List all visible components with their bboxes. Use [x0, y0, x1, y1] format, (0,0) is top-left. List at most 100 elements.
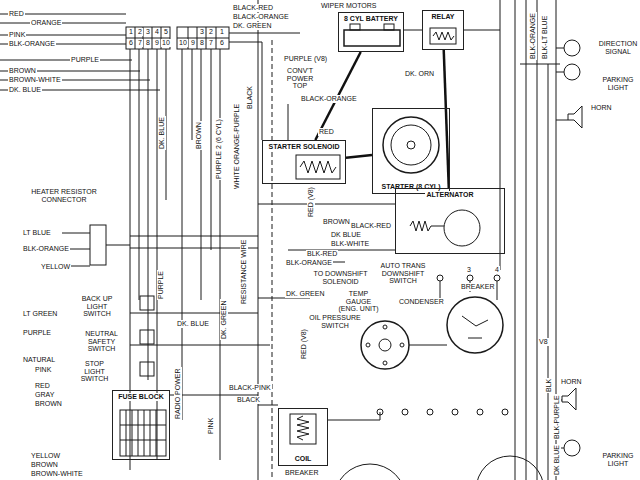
component-label: FUSE BLOCK [117, 393, 165, 401]
wire-connector [346, 155, 372, 158]
wire-label: PURPLE [157, 270, 165, 300]
wire-label: PINK [34, 366, 52, 374]
wire-label: YELLOW [30, 452, 61, 460]
component-label: STARTER SOLENOID [267, 143, 340, 151]
wire-label: 10 [161, 39, 171, 47]
wire-label: 3 [466, 266, 472, 274]
relay-symbol [430, 28, 456, 44]
wire-label: DIRECTION SIGNAL [597, 40, 639, 55]
connector-block [177, 27, 229, 49]
starter-symbol [383, 117, 439, 173]
wire-label: 1 [128, 28, 134, 36]
wire-label: 1 [219, 28, 225, 36]
wire-label: HEATER RESISTOR CONNECTOR [28, 188, 100, 203]
wire-label: BLACK-ORANGE [300, 95, 358, 103]
wire-label: NEUTRAL SAFETY SWITCH [78, 330, 125, 353]
wire-label: BLK-ORANGE [22, 245, 70, 253]
wire [130, 204, 497, 420]
component-label: ALTERNATOR [425, 191, 474, 199]
wire-label: DK BLUE [330, 231, 362, 239]
wire-label: 4 [494, 266, 500, 274]
wire-label: BLK-ORANGE [529, 12, 537, 60]
wire [272, 40, 273, 480]
wire-label: 8 [145, 39, 151, 47]
wire-label: 9 [154, 39, 160, 47]
wire [404, 0, 568, 480]
component-label: RELAY [430, 13, 455, 21]
wire-label: PARKING LIGHT [597, 452, 639, 467]
wire-label: 6 [219, 39, 225, 47]
wire-label: LT BLUE [22, 229, 52, 237]
switch-symbol [140, 362, 154, 376]
signal-lamp [564, 40, 580, 56]
wire-label: RED [34, 382, 51, 390]
wire-label: DK. BLUE [158, 116, 166, 150]
wire-label: RED [318, 128, 335, 136]
wire-label: PURPLE 2 (6 CYL) [215, 118, 223, 180]
wire-label: BLK-LT BLUE [541, 15, 549, 60]
battery-terminal [384, 24, 394, 30]
wire-label: BROWN [322, 218, 351, 226]
component-box: ALTERNATOR [395, 188, 505, 254]
wire-label: 10 [178, 39, 188, 47]
wire-label: V8 [538, 338, 549, 346]
wire-label: WHITE ORANGE-PURPLE [233, 103, 241, 190]
wire-label: BLACK-RED [350, 222, 392, 230]
wire-label: 4 [154, 28, 160, 36]
coil-winding [297, 416, 309, 440]
wire-label: NATURAL [22, 356, 56, 364]
distributor-cap [476, 456, 544, 480]
wire-label: ORANGE [30, 19, 62, 27]
component-box: 8 CYL BATTERY [338, 12, 404, 52]
wire-label: 7 [137, 39, 143, 47]
wire-label: DK. GREEN [220, 299, 228, 340]
component-label: 8 CYL BATTERY [343, 15, 399, 23]
wire-label: BROWN-WHITE [30, 470, 84, 478]
wire-label: WIPER MOTORS [320, 2, 377, 10]
parking-lamp [564, 440, 580, 456]
wire-label: STOP LIGHT SWITCH [76, 360, 113, 383]
parking-lamp [564, 64, 580, 80]
wire-label: BROWN [34, 400, 63, 408]
wire-label: CONDENSER [398, 298, 445, 306]
wire-label: BLK-RED [306, 250, 338, 258]
wire-label: BROWN [8, 67, 37, 75]
coil-symbol [290, 414, 316, 444]
wire-label: PINK [8, 31, 26, 39]
wire-label: HORN [590, 104, 613, 112]
wire-label: 5 [163, 28, 169, 36]
component-box: FUSE BLOCK [112, 390, 170, 460]
horn-symbol [562, 388, 576, 410]
wire-label: PARKING LIGHT [597, 76, 639, 91]
component-label: COIL [294, 455, 313, 463]
distributor-symbol [361, 321, 409, 369]
terminal-post [377, 275, 508, 415]
solenoid-coil [300, 161, 336, 173]
wire-label: BLK-ORANGE [285, 259, 333, 267]
wire-label: PURPLE (V8) [283, 55, 328, 63]
wire-label: OIL PRESSURE SWITCH [308, 314, 362, 329]
connector-cells [177, 27, 229, 49]
wire-label: DK. GREEN [232, 22, 273, 30]
component-box: COIL [278, 408, 328, 466]
wire-label: DK. GREEN [285, 290, 326, 298]
wire-label: BLK [545, 378, 553, 393]
wire-label: DK BLUE [553, 444, 561, 476]
component-box: STARTER (8 CYL) [372, 108, 450, 194]
wire-label: 2 [208, 28, 214, 36]
wire-label: 3 [199, 28, 205, 36]
wire-label: HORN [560, 378, 583, 386]
fuse-block-symbol [120, 410, 166, 456]
wire-label: DK. BLUE [176, 320, 210, 328]
wire-label: BLK-ORANGE [8, 40, 56, 48]
connector-cells [126, 27, 170, 49]
wire-label: 3 [145, 28, 151, 36]
wire-label: BROWN [195, 121, 203, 150]
wire-label: BACK UP LIGHT SWITCH [76, 295, 118, 318]
wire [0, 14, 160, 90]
heater-connector [90, 225, 106, 265]
wire-label: 2 [137, 28, 143, 36]
component-box: RELAY [422, 10, 464, 50]
wire-label: 7 [208, 39, 214, 47]
wire-label: TO DOWNSHIFT SOLENOID [312, 270, 369, 285]
